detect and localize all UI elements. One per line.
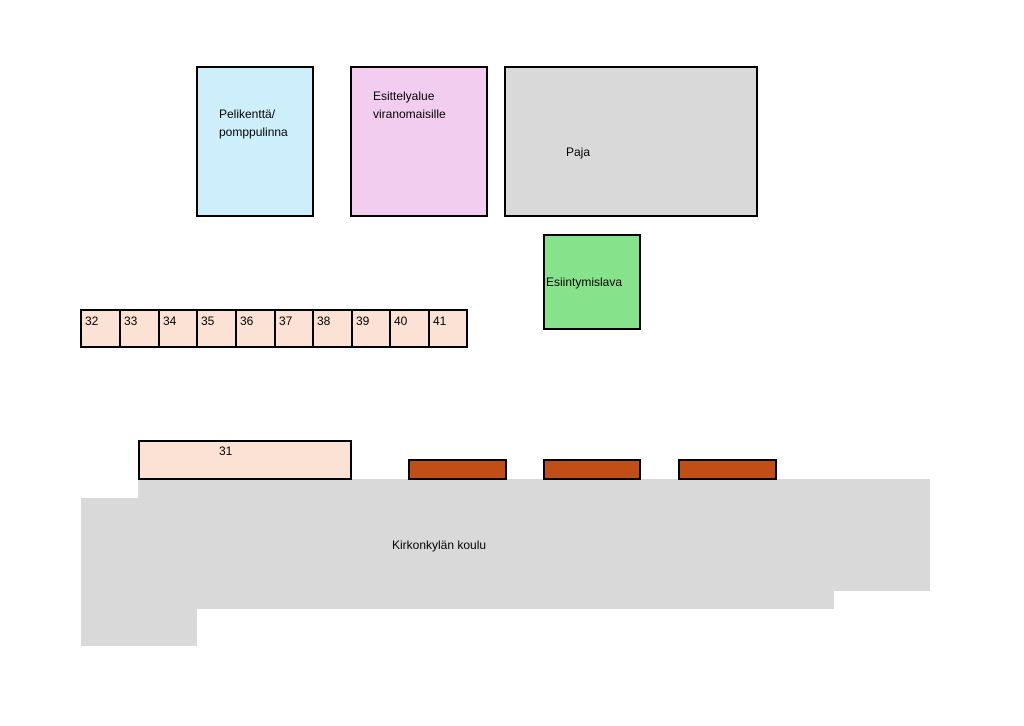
stall-32: 32: [80, 309, 121, 348]
stall-number: 34: [163, 314, 177, 328]
stall-number: 36: [240, 314, 254, 328]
school-building-main: [138, 479, 930, 591]
stall-number: 37: [279, 314, 293, 328]
bench-1: [408, 459, 507, 480]
stall-38: 38: [312, 309, 353, 348]
stall-40: 40: [389, 309, 430, 348]
stall-37: 37: [274, 309, 315, 348]
performance-stage-label: Esiintymislava: [546, 275, 623, 289]
game-field-label: Pelikenttä/ pomppulinna: [219, 107, 288, 139]
workshop-area: Paja: [504, 66, 758, 217]
bench-3: [678, 459, 777, 480]
stall-31-number: 31: [219, 444, 233, 458]
stall-number: 33: [124, 314, 138, 328]
stall-36: 36: [235, 309, 276, 348]
stall-number: 39: [356, 314, 370, 328]
stall-number: 40: [394, 314, 408, 328]
school-label: Kirkonkylän koulu: [392, 538, 487, 552]
workshop-label: Paja: [566, 145, 591, 159]
authority-display-label: Esittelyalue viranomaisille: [373, 89, 446, 121]
game-field-area: Pelikenttä/ pomppulinna: [196, 66, 314, 217]
school-building-lower: [197, 591, 834, 609]
authority-display-area: Esittelyalue viranomaisille: [350, 66, 488, 217]
stall-34: 34: [158, 309, 199, 348]
stall-number: 35: [201, 314, 215, 328]
stall-31: 31: [138, 440, 352, 480]
bench-2: [543, 459, 641, 480]
stall-number: 41: [433, 314, 447, 328]
stall-35: 35: [196, 309, 237, 348]
stall-number: 32: [85, 314, 99, 328]
stall-33: 33: [119, 309, 160, 348]
performance-stage: Esiintymislava: [543, 234, 641, 330]
stall-39: 39: [351, 309, 392, 348]
stall-41: 41: [428, 309, 468, 348]
school-building-left-wing: [81, 498, 197, 646]
stall-number: 38: [317, 314, 331, 328]
